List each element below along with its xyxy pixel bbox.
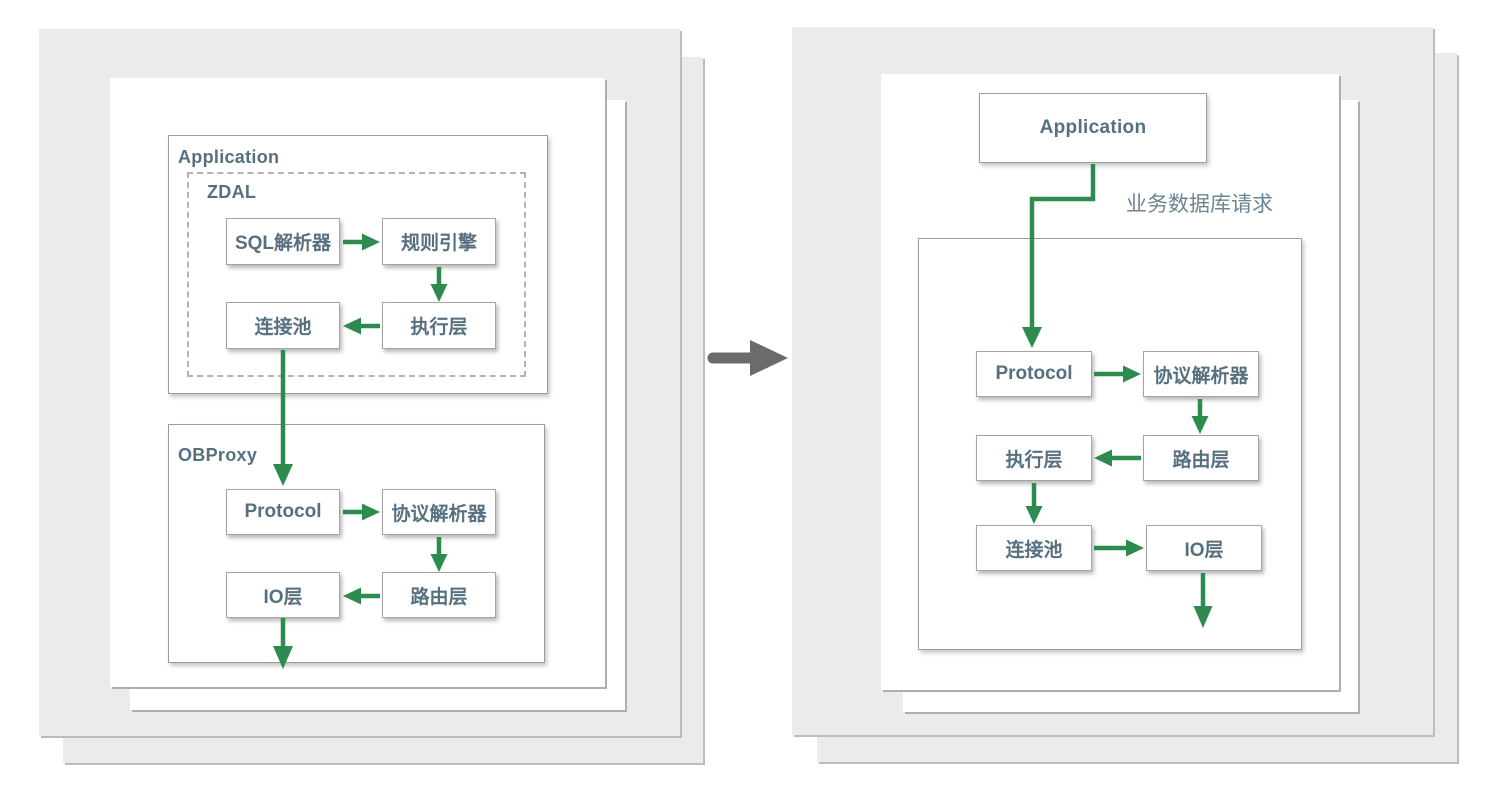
node-protocol-parser-left: 协议解析器 <box>382 489 496 535</box>
node-io-layer-right: IO层 <box>1146 525 1262 571</box>
node-rule-engine: 规则引擎 <box>382 218 496 265</box>
node-router-layer-right: 路由层 <box>1143 435 1259 481</box>
node-router-layer-left: 路由层 <box>382 572 496 618</box>
right-application-box: Application <box>979 93 1207 163</box>
node-protocol-right: Protocol <box>976 351 1092 397</box>
left-application-label: Application <box>178 147 280 167</box>
node-exec-layer-right: 执行层 <box>976 435 1092 481</box>
node-conn-pool-right: 连接池 <box>976 525 1092 571</box>
node-protocol-parser-right: 协议解析器 <box>1143 351 1259 397</box>
node-io-layer-left: IO层 <box>226 572 340 618</box>
node-conn-pool-left: 连接池 <box>226 302 340 349</box>
zdal-dashed-box: ZDAL <box>187 172 526 377</box>
transform-arrow <box>707 340 788 376</box>
node-sql-parser: SQL解析器 <box>226 218 340 265</box>
business-db-request-label: 业务数据库请求 <box>1126 193 1273 216</box>
node-protocol-left: Protocol <box>226 489 340 535</box>
obproxy-box: OBProxy <box>168 424 545 663</box>
obproxy-label: OBProxy <box>178 445 258 465</box>
right-application-label: Application <box>1039 117 1147 138</box>
zdal-label: ZDAL <box>207 182 257 202</box>
node-exec-layer-left: 执行层 <box>382 302 496 349</box>
